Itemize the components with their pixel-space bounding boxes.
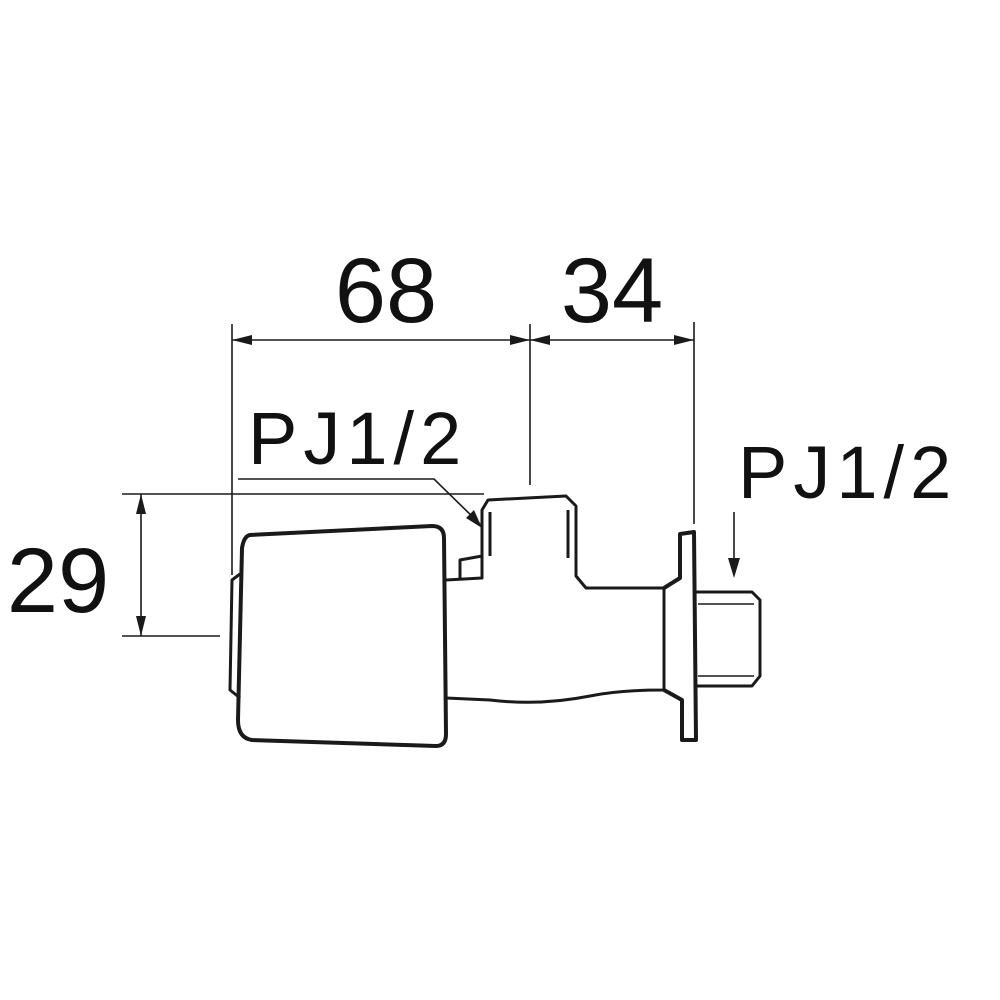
arrowhead <box>510 335 530 345</box>
mounting-flange <box>662 530 698 742</box>
horizontal-dimension-lines <box>231 322 695 575</box>
dimension-68-label: 68 <box>335 240 437 342</box>
arrowhead <box>136 616 146 636</box>
handle-socket <box>458 554 483 578</box>
dimension-29-label: 29 <box>7 530 109 632</box>
threaded-outlet <box>696 590 762 688</box>
valve-body <box>228 494 762 748</box>
label-leaders <box>238 478 740 578</box>
arrowhead <box>728 558 740 578</box>
outlet-thread-label: PJ1/2 <box>738 431 957 514</box>
arrowhead <box>530 335 550 345</box>
inlet-thread-leader <box>238 478 481 525</box>
arrowhead <box>232 335 252 345</box>
handle-end-cap <box>228 572 241 700</box>
inlet-thread-label: PJ1/2 <box>248 397 467 480</box>
arrowhead <box>136 494 146 514</box>
handle-knob <box>236 524 448 748</box>
top-port-inner <box>488 510 570 558</box>
vertical-dimension-lines <box>122 493 484 637</box>
arrowhead <box>466 510 482 528</box>
dimension-34-label: 34 <box>561 240 663 342</box>
arrowhead <box>674 335 694 345</box>
valve-main-body <box>445 494 666 704</box>
